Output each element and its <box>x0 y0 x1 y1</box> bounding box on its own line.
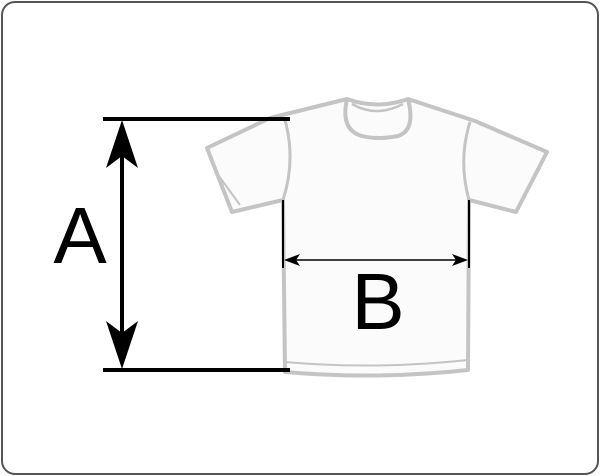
dimension-a-label: A <box>53 191 107 280</box>
dimension-b-label: B <box>351 257 404 346</box>
dimension-b-arrow-left <box>284 254 300 266</box>
tshirt-icon <box>205 97 549 378</box>
dimension-b: B <box>282 200 470 346</box>
dimension-a-arrow-top <box>106 120 138 168</box>
dimension-a-arrow-bottom <box>106 321 138 369</box>
dimension-a: A <box>53 117 290 372</box>
dimension-b-arrow-right <box>452 254 468 266</box>
